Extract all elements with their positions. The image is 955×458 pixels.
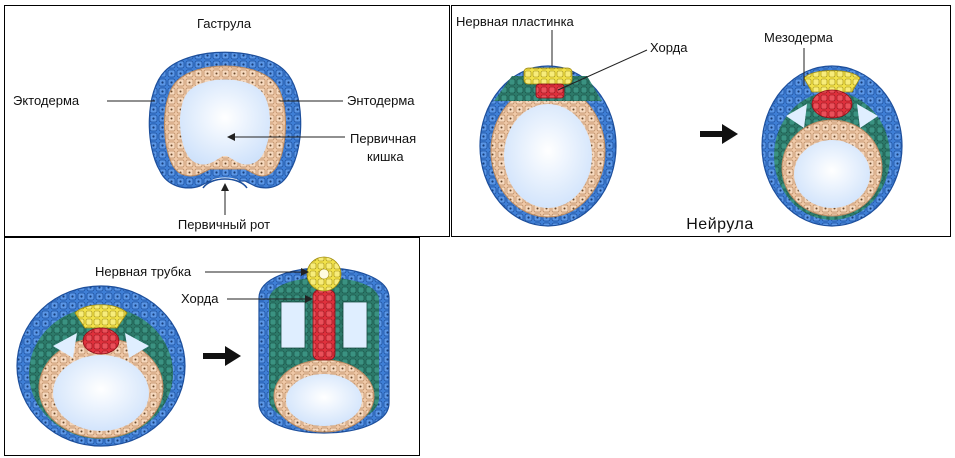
gastrula-diagram: Гаструла Эктодерма Энтодерма Первичная к… <box>5 6 451 238</box>
neural-plate-label: Нервная пластинка <box>456 14 575 29</box>
neural-tube-panel: Нервная трубка Хорда <box>4 237 420 456</box>
gastrula-panel: Гаструла Эктодерма Энтодерма Первичная к… <box>4 5 450 237</box>
gastrula-title: Гаструла <box>197 16 252 31</box>
neural-tube-label: Нервная трубка <box>95 264 192 279</box>
mesoderm-label: Мезодерма <box>764 30 834 45</box>
neurula-title: Нейрула <box>686 216 754 233</box>
neural-fold-embryo <box>17 286 185 446</box>
ectoderm-label: Эктодерма <box>13 93 80 108</box>
neurula-panel: Нервная пластинка Хорда Мезодерма Нейрул… <box>451 5 951 237</box>
early-neurula-embryo <box>480 66 616 226</box>
late-neurula-embryo <box>762 66 902 226</box>
neural-tube-embryo <box>259 257 389 433</box>
progress-arrow <box>700 124 738 144</box>
neurula-diagram: Нервная пластинка Хорда Мезодерма Нейрул… <box>452 6 952 238</box>
neural-tube-diagram: Нервная трубка Хорда <box>5 238 421 457</box>
endoderm-label: Энтодерма <box>347 93 415 108</box>
notochord-label: Хорда <box>650 40 688 55</box>
primary-gut-label-2: кишка <box>367 149 404 164</box>
primary-gut-label-1: Первичная <box>350 131 416 146</box>
primary-mouth-label: Первичный рот <box>178 217 270 232</box>
progress-arrow-2 <box>203 346 241 366</box>
gastrula-embryo <box>149 52 300 206</box>
notochord-label-2: Хорда <box>181 291 219 306</box>
